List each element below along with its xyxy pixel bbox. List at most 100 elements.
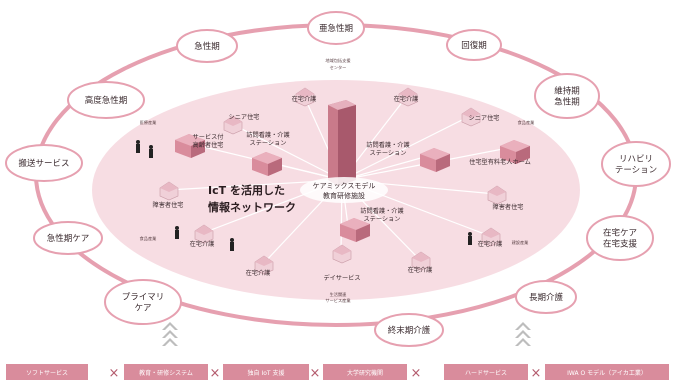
node-disabled-housing-right: 障害者住宅 [487, 185, 524, 211]
tag-food-business-left: 食品産業 [140, 235, 158, 242]
chip-iot: 独自 IoT 支援 [223, 364, 309, 380]
phase-maintenance-line-0: 維持期 [554, 86, 580, 97]
node-home-nursing-3: 在宅介護 [190, 224, 216, 248]
node-day-service: デイサービス [323, 244, 361, 282]
connector-visiting-station-right [341, 155, 429, 181]
phase-long-term: 長期介護 [515, 280, 577, 314]
chip-iwao-model: IWA O モデル（アイカ工業） [545, 364, 669, 380]
tag-medical-business-line-0: 医療産業 [140, 119, 158, 126]
node-home-nursing-4-label-line-0: 在宅介護 [246, 269, 272, 277]
phase-primary-care-line-0: プライマリ [122, 293, 165, 303]
person-icon [230, 238, 234, 251]
tag-food-business-right: 食品産業 [518, 119, 536, 126]
connector-senior-home-right [341, 115, 471, 181]
phase-transport-line-0: 搬送サービス [18, 158, 69, 169]
multiply-icon: × [210, 366, 221, 381]
up-arrow-left-icon [162, 322, 178, 346]
chip-hardware: ハードサービス [444, 364, 528, 380]
phase-end-of-life: 終末期介護 [374, 313, 444, 347]
tag-construction-business-line-0: 建設産業 [512, 239, 530, 246]
phase-recovery: 回復期 [446, 29, 502, 61]
node-home-nursing-1: 在宅介護 [292, 87, 318, 107]
chip-education: 教育・研修システム [124, 364, 208, 380]
hub-label-1: ケアミックスモデル [313, 181, 376, 190]
node-home-nursing-3-label-line-0: 在宅介護 [190, 240, 216, 248]
node-visiting-station-left-label-line-0: 訪問看護・介護 [246, 131, 290, 139]
person-icon [149, 145, 153, 158]
tag-lifestyle-support-line-0: 生活関連 [330, 291, 348, 298]
node-senior-home-left: シニア住宅 [223, 113, 260, 135]
person-icon [136, 140, 140, 153]
node-home-nursing-1-label-line-0: 在宅介護 [292, 95, 318, 103]
hub-label-bg [300, 177, 388, 203]
bottom-support-chips: ソフトサービス 教育・研修システム 独自 IoT 支援 大学研究機関 ハードサービス IW… [6, 364, 669, 381]
chip-iwao-model-label: IWA O モデル（アイカ工業） [567, 369, 647, 377]
hub-label-2: 教育研修施設 [323, 191, 365, 200]
phase-home-care-line-0: 在宅ケア [603, 228, 637, 239]
person-icon [468, 232, 472, 245]
node-day-service-label-line-0: デイサービス [323, 274, 360, 282]
node-senior-home-right-label-line-0: シニア住宅 [469, 114, 500, 122]
hub-top-label-2: センター [330, 64, 347, 71]
node-disabled-housing-left: 障害者住宅 [153, 181, 183, 209]
phase-recovery-line-0: 回復期 [461, 40, 487, 51]
facility-nodes: 在宅介護在宅介護シニア住宅シニア住宅サービス付高齢者住宅訪問看護・介護ステーショ… [136, 87, 536, 304]
node-senior-home-left-label-line-0: シニア住宅 [229, 113, 260, 121]
node-paid-nursing-home-label-line-0: 住宅型有料老人ホーム [469, 158, 531, 166]
chip-software-label: ソフトサービス [26, 369, 68, 377]
phase-home-care-line-1: 在宅支援 [603, 239, 638, 250]
multiply-icon: × [310, 366, 321, 381]
phase-acute: 急性期 [176, 29, 238, 63]
node-visiting-station-left-label-line-1: ステーション [249, 140, 286, 147]
phase-rehab-line-1: テーション [615, 166, 657, 176]
node-senior-home-right: シニア住宅 [461, 107, 500, 127]
node-disabled-housing-right-label-line-0: 障害者住宅 [493, 203, 524, 211]
tag-lifestyle-support-line-1: サービス産業 [325, 297, 351, 304]
phase-rehab-line-0: リハビリ [619, 155, 653, 165]
tag-medical-business: 医療産業 [140, 119, 158, 126]
person-icon [175, 226, 179, 239]
node-visiting-station-right-label-line-0: 訪問看護・介護 [366, 141, 410, 149]
phase-advanced-acute-line-0: 高度急性期 [85, 95, 128, 106]
up-arrow-right-icon [515, 322, 531, 346]
tag-food-business-right-line-0: 食品産業 [518, 119, 536, 126]
phase-transport: 搬送サービス [5, 144, 83, 182]
node-home-nursing-2-label-line-0: 在宅介護 [394, 95, 420, 103]
tag-food-business-left-line-0: 食品産業 [140, 235, 158, 242]
node-serviced-elderly-home-label-line-1: 高齢者住宅 [193, 141, 224, 149]
phase-acute-care: 急性期ケア [33, 221, 103, 255]
phase-acute-line-0: 急性期 [194, 41, 220, 52]
multiply-icon: × [531, 366, 542, 381]
node-home-nursing-4: 在宅介護 [246, 255, 274, 277]
node-visiting-station-bottom-label-line-0: 訪問看護・介護 [360, 207, 404, 215]
chip-university-label: 大学研究機関 [347, 369, 383, 377]
multiply-icon: × [411, 366, 422, 381]
chip-iot-label: 独自 IoT 支援 [248, 369, 285, 377]
phase-maintenance-line-1: 急性期 [554, 97, 580, 108]
node-visiting-station-right-label-line-1: ステーション [369, 150, 406, 157]
node-home-nursing-5: 在宅介護 [408, 251, 434, 274]
phase-subacute-line-0: 亜急性期 [319, 23, 353, 34]
phase-acute-care-line-0: 急性期ケア [47, 233, 90, 244]
chip-university: 大学研究機関 [323, 364, 407, 380]
phase-subacute: 亜急性期 [307, 11, 365, 45]
node-home-nursing-5-label-line-0: 在宅介護 [408, 266, 434, 274]
chip-software: ソフトサービス [6, 364, 88, 380]
phase-end-of-life-line-0: 終末期介護 [388, 325, 431, 336]
node-visiting-station-bottom-label-line-1: ステーション [363, 216, 400, 223]
phase-long-term-line-0: 長期介護 [529, 292, 564, 303]
node-home-nursing-2: 在宅介護 [394, 87, 420, 107]
phase-primary-care-line-1: ケア [134, 304, 151, 314]
ict-network-label-1: IcT を活用した [208, 183, 285, 197]
chip-education-label: 教育・研修システム [139, 369, 193, 377]
central-hub-tower [328, 100, 356, 186]
